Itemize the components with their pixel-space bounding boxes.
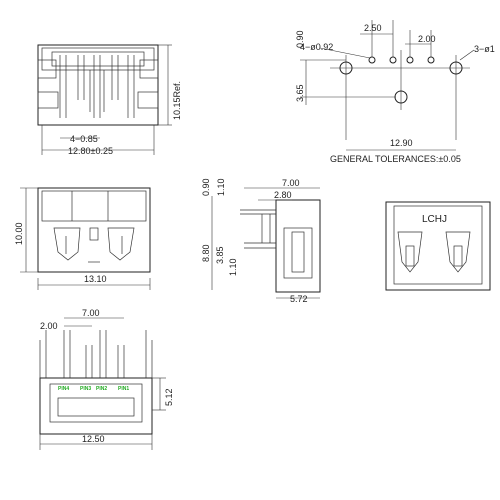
bottom-height: 5.12 <box>164 388 174 406</box>
fp-offset-top: 0.90 <box>295 30 305 48</box>
pin-label-2: PIN2 <box>96 386 107 392</box>
front-height-label: 10.00 <box>14 222 24 245</box>
rear-view: LCHJ <box>385 201 491 291</box>
top-height-label: 10.15Ref. <box>172 81 182 120</box>
side-d8: 5.72 <box>290 294 308 304</box>
side-d3: 7.00 <box>282 178 300 188</box>
fp-pitch-a: 2.50 <box>364 23 382 33</box>
top-view: 12.80±0.25 4−0.85 10.15Ref. <box>37 44 182 156</box>
fp-pitch-b: 2.00 <box>418 34 436 44</box>
front-view: 10.00 13.10 <box>14 187 151 290</box>
pin-label-4: PIN4 <box>58 386 69 392</box>
bottom-pitch: 2.00 <box>40 321 58 331</box>
tolerance-note: GENERAL TOLERANCES:±0.05 <box>330 154 461 164</box>
pcb-footprint: 2.50 2.00 4−ø0.92 3−ø1 0.90 3.65 12.90 G… <box>295 20 495 164</box>
side-d5: 8.80 <box>201 244 211 262</box>
fp-small-holes: 4−ø0.92 <box>300 42 333 52</box>
bottom-width: 12.50 <box>82 434 105 444</box>
top-width-label: 12.80±0.25 <box>68 146 113 156</box>
top-pitch-label: 4−0.85 <box>70 134 98 144</box>
fp-offset-mid: 3.65 <box>295 84 305 102</box>
side-d2: 1.10 <box>216 178 226 196</box>
bottom-span: 7.00 <box>82 308 100 318</box>
pin-label-1: PIN1 <box>118 386 129 392</box>
side-d4: 2.80 <box>274 190 292 200</box>
brand-label: LCHJ <box>422 214 447 225</box>
fp-span: 12.90 <box>390 138 413 148</box>
side-d6: 3.85 <box>215 246 225 264</box>
side-d7: 1.10 <box>228 258 238 276</box>
fp-large-holes: 3−ø1 <box>474 44 495 54</box>
side-view: 7.00 2.80 0.90 1.10 8.80 3.85 1.10 5.72 <box>201 178 321 304</box>
pin-label-3: PIN3 <box>80 386 91 392</box>
bottom-view: 7.00 2.00 PIN4 PIN3 PIN2 PIN1 5.12 12.50 <box>39 308 174 450</box>
front-width-label: 13.10 <box>84 274 107 284</box>
side-d1: 0.90 <box>201 178 211 196</box>
